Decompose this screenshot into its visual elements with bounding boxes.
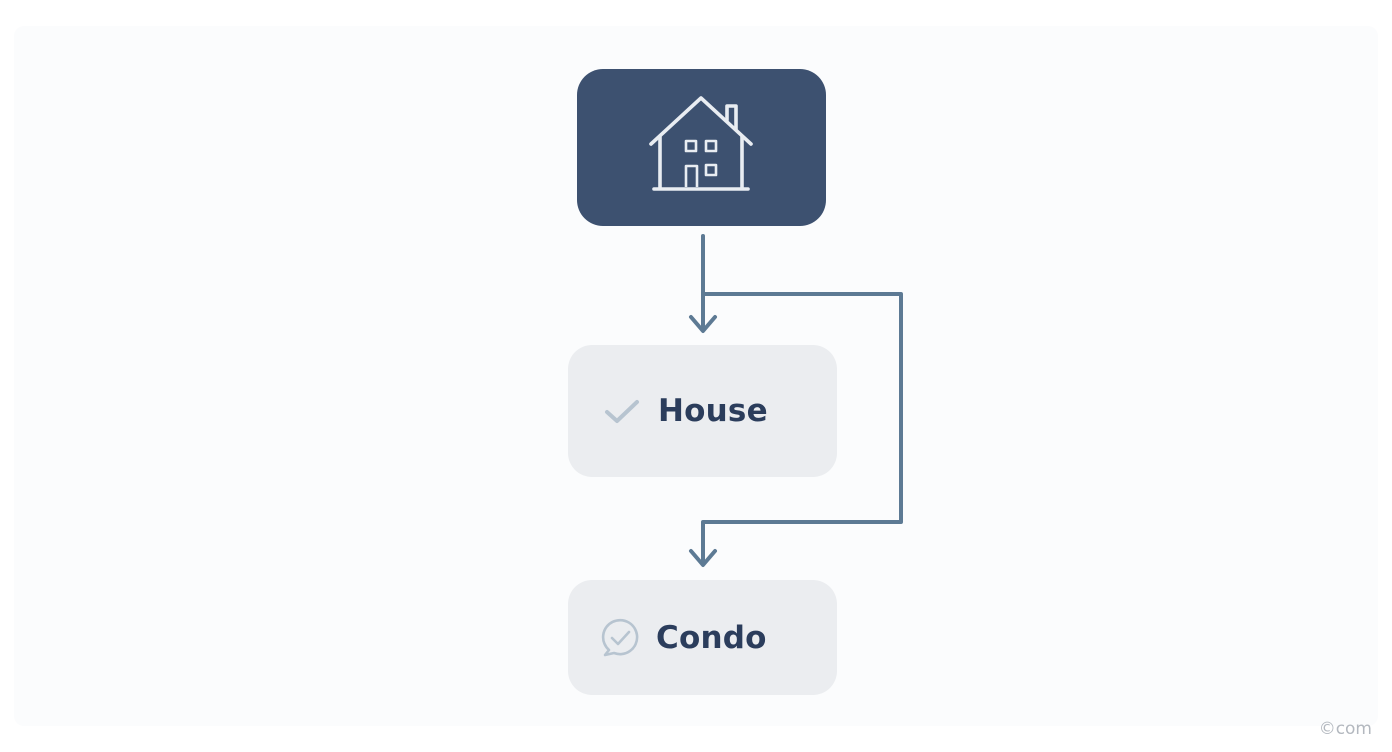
- arrowhead-condo: [689, 549, 717, 567]
- option-house-label: House: [658, 393, 768, 429]
- house-icon: [647, 94, 757, 202]
- option-condo-label: Condo: [656, 619, 767, 656]
- option-condo: Condo: [568, 580, 837, 695]
- option-house: House: [568, 345, 837, 477]
- root-node-home: [577, 69, 826, 226]
- watermark: ©com: [1318, 719, 1372, 739]
- checkmark-icon: [602, 391, 642, 431]
- connector-root-to-condo: [701, 292, 903, 566]
- chat-check-icon: [600, 618, 640, 658]
- arrowhead-house: [689, 315, 717, 333]
